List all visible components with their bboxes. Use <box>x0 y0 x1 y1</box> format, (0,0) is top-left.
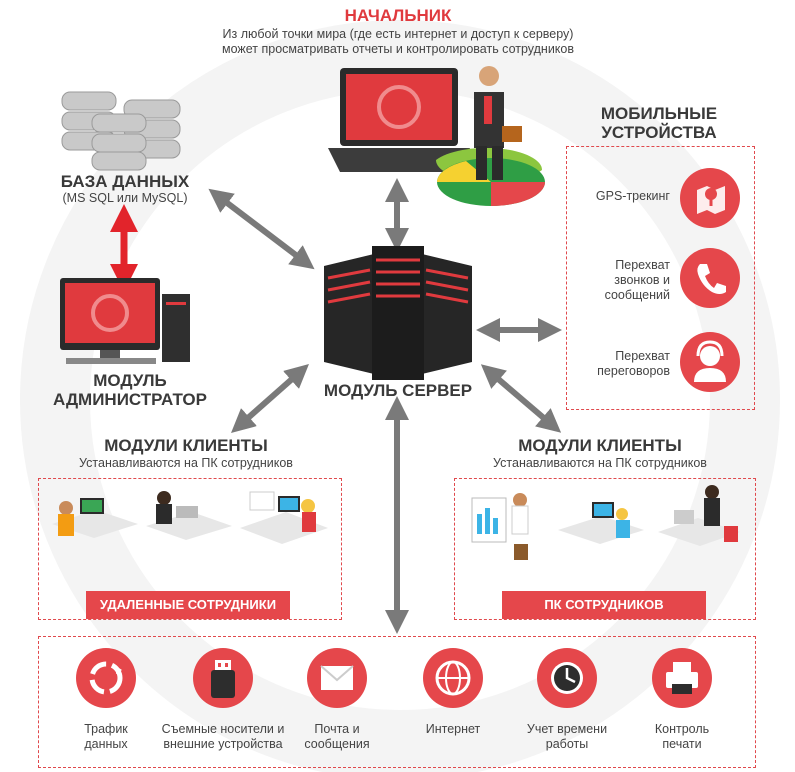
clients-left-panel <box>38 478 342 620</box>
arrow-server-left-clients <box>231 364 309 433</box>
mobile-devices-panel <box>566 146 755 410</box>
boss-title: НАЧАЛЬНИК <box>344 6 452 25</box>
feature-worktime-label: Учет времени работы <box>526 722 608 751</box>
remote-employees-banner: УДАЛЕННЫЕ СОТРУДНИКИ <box>86 591 290 619</box>
feature-traffic-label: Трафик данных <box>84 722 128 751</box>
admin-pc-illustration <box>60 278 190 364</box>
database-servers-illustration <box>61 91 181 171</box>
feature-removable-media-label: Съемные носители и внешние устройства <box>161 722 285 751</box>
clients-right-title: МОДУЛИ КЛИЕНТЫ <box>518 436 682 455</box>
mobile-item-calls-label: Перехват звонков и сообщений <box>604 258 670 302</box>
mobile-item-conversations-label: Перехват переговоров <box>597 349 670 378</box>
features-panel <box>38 636 756 768</box>
globe-icon <box>423 648 483 708</box>
clients-right-panel <box>454 478 756 620</box>
boss-description: Из любой точки мира (где есть интернет и… <box>221 27 575 56</box>
usb-drive-icon <box>193 648 253 708</box>
clients-right-subtitle: Устанавливаются на ПК сотрудников <box>493 456 707 470</box>
arrow-db-server <box>208 188 315 270</box>
headset-operator-icon <box>680 332 740 392</box>
printer-icon <box>652 648 712 708</box>
clock-icon <box>537 648 597 708</box>
server-racks-illustration <box>324 246 472 380</box>
feature-print-label: Контроль печати <box>654 722 710 751</box>
remote-workers-illustration <box>52 491 328 544</box>
clients-left-title: МОДУЛИ КЛИЕНТЫ <box>104 436 268 455</box>
phone-icon <box>680 248 740 308</box>
database-subtitle: (MS SQL или MySQL) <box>62 191 188 205</box>
feature-mail-label: Почта и сообщения <box>304 722 370 751</box>
feature-internet-label: Интернет <box>425 722 481 736</box>
map-pin-icon <box>680 168 740 228</box>
database-title: БАЗА ДАННЫХ <box>60 172 190 191</box>
clients-left-subtitle: Устанавливаются на ПК сотрудников <box>79 456 293 470</box>
server-title: МОДУЛЬ СЕРВЕР <box>323 381 473 400</box>
arrow-server-right-clients <box>480 364 562 433</box>
envelope-icon <box>307 648 367 708</box>
mobile-item-gps-label: GPS-трекинг <box>595 189 670 203</box>
boss-laptop-illustration <box>328 66 545 206</box>
office-workers-illustration <box>471 485 740 560</box>
admin-title: МОДУЛЬ АДМИНИСТРАТОР <box>53 371 207 409</box>
traffic-cycle-icon <box>76 648 136 708</box>
mobile-title: МОБИЛЬНЫЕ УСТРОЙСТВА <box>600 104 718 142</box>
office-pc-banner: ПК СОТРУДНИКОВ <box>502 591 706 619</box>
